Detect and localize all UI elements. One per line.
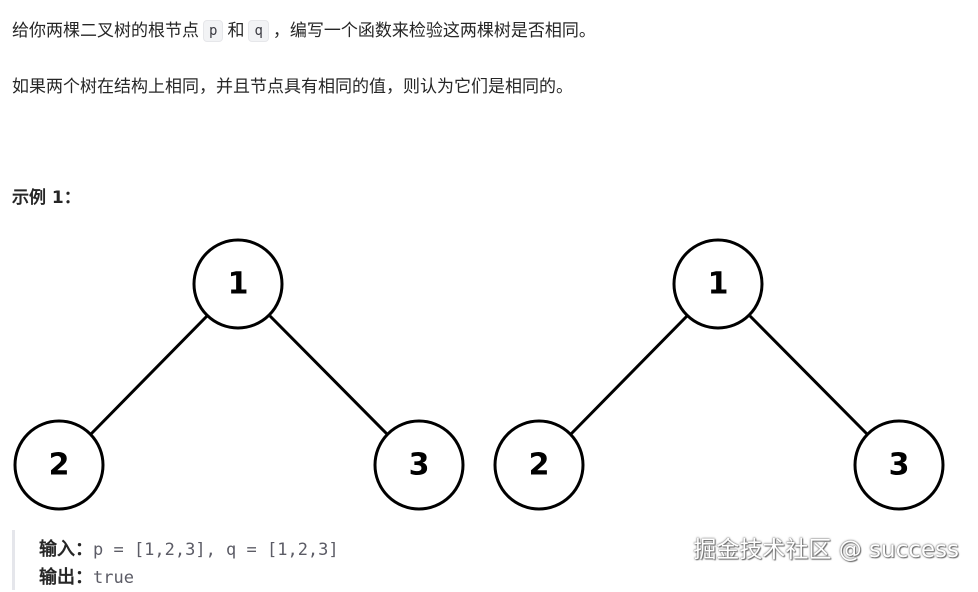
node-label: 1 bbox=[228, 267, 249, 302]
tree-node-root: 1 bbox=[672, 238, 764, 330]
example-input: 输入：p = [1,2,3], q = [1,2,3] bbox=[39, 536, 652, 564]
node-label: 2 bbox=[49, 448, 70, 483]
tree-node-left: 2 bbox=[493, 419, 585, 511]
example-output: 输出：true bbox=[39, 564, 652, 592]
example-io-block: 输入：p = [1,2,3], q = [1,2,3] 输出：true bbox=[12, 530, 652, 590]
tree-edge-right bbox=[268, 314, 389, 436]
output-value: true bbox=[93, 568, 134, 588]
inline-code-q: q bbox=[248, 20, 269, 42]
problem-definition: 如果两个树在结构上相同，并且节点具有相同的值，则认为它们是相同的。 bbox=[12, 77, 573, 97]
node-label: 3 bbox=[409, 448, 430, 483]
example-title: 示例 1： bbox=[12, 188, 81, 208]
watermark: 掘金技术社区 @ success bbox=[693, 537, 959, 563]
tree-edge-right bbox=[748, 314, 869, 436]
input-value: p = [1,2,3], q = [1,2,3] bbox=[93, 540, 339, 560]
node-label: 2 bbox=[529, 448, 550, 483]
node-label: 1 bbox=[708, 267, 729, 302]
node-label: 3 bbox=[889, 448, 910, 483]
example-tree-diagram: 1 2 3 1 2 3 bbox=[13, 238, 945, 511]
output-label: 输出： bbox=[39, 567, 93, 588]
tree-node-root: 1 bbox=[192, 238, 284, 330]
tree-edge-left bbox=[89, 314, 209, 436]
tree-p: 1 2 3 bbox=[13, 238, 465, 511]
statement-text-and: 和 bbox=[227, 21, 245, 41]
tree-node-left: 2 bbox=[13, 419, 105, 511]
inline-code-p: p bbox=[203, 20, 224, 42]
tree-edge-left bbox=[569, 314, 689, 436]
statement-text-rest: ，编写一个函数来检验这两棵树是否相同。 bbox=[272, 21, 596, 41]
tree-q: 1 2 3 bbox=[493, 238, 945, 511]
tree-node-right: 3 bbox=[853, 419, 945, 511]
input-label: 输入： bbox=[39, 539, 93, 560]
tree-node-right: 3 bbox=[373, 419, 465, 511]
statement-text: 给你两棵二叉树的根节点 bbox=[12, 21, 199, 41]
